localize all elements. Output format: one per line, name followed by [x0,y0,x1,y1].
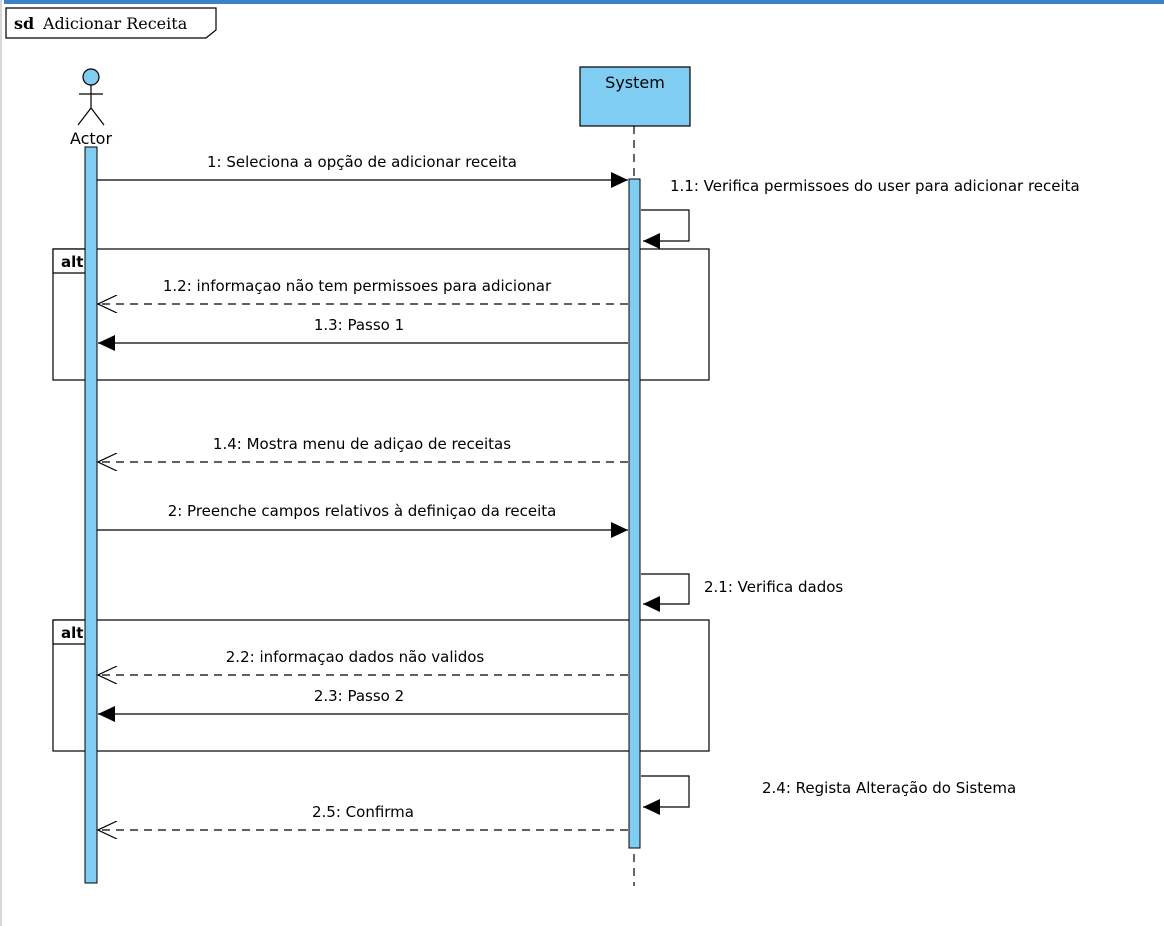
actor-activation-overlay [85,240,97,390]
actor-activation-overlay [85,610,97,760]
self-message-arrow [641,775,690,815]
message-2-4[interactable]: 2.4: Regista Alteração do Sistema [641,775,1016,815]
message-1-4[interactable]: 1.4: Mostra menu de adiçao de receitas [98,435,628,462]
frame-tab: sd Adicionar Receita [5,7,217,39]
system-head-box [579,66,691,127]
message-label: 1: Seleciona a opção de adicionar receit… [207,153,517,171]
message-label: 1.2: informaçao não tem permissoes para … [163,277,552,295]
alt-operator-label: alt [61,624,83,642]
frame-title: Adicionar Receita [42,14,188,33]
system-activation-overlay [629,610,640,760]
left-edge [0,0,4,926]
message-2-5[interactable]: 2.5: Confirma [98,803,628,830]
message-2-1[interactable]: 2.1: Verifica dados [641,573,843,612]
message-label: 1.1: Verifica permissoes do user para ad… [670,177,1080,195]
self-message-arrow [641,209,690,249]
alt-fragment-box [52,248,710,381]
alt-fragment-2[interactable]: alt [52,619,710,752]
message-label: 2.5: Confirma [312,803,414,821]
message-2-2[interactable]: 2.2: informaçao dados não validos [98,648,628,675]
actor-participant[interactable]: Actor [70,68,113,148]
system-label: System [605,73,665,92]
self-message-arrow [641,573,690,612]
message-label: 2: Preenche campos relativos à definiçao… [168,502,557,520]
message-1-1[interactable]: 1.1: Verifica permissoes do user para ad… [641,177,1080,249]
alt-fragment-1[interactable]: alt [52,248,710,381]
message-label: 2.3: Passo 2 [314,687,404,705]
message-label: 2.2: informaçao dados não validos [226,648,485,666]
message-2-3[interactable]: 2.3: Passo 2 [98,687,628,722]
stick-figure-icon [77,68,105,126]
alt-fragment-box [52,619,710,752]
message-label: 1.4: Mostra menu de adiçao de receitas [213,435,511,453]
top-bar [0,0,1164,4]
message-1-3[interactable]: 1.3: Passo 1 [98,316,628,351]
message-label: 2.1: Verifica dados [704,578,843,596]
system-participant[interactable]: System [579,66,691,127]
message-label: 2.4: Regista Alteração do Sistema [762,779,1016,797]
frame-keyword: sd [14,14,34,33]
message-2[interactable]: 2: Preenche campos relativos à definiçao… [97,502,628,538]
message-1-2[interactable]: 1.2: informaçao não tem permissoes para … [98,277,628,304]
system-activation-overlay [629,240,640,390]
message-label: 1.3: Passo 1 [314,316,404,334]
actor-label: Actor [70,129,113,148]
message-1[interactable]: 1: Seleciona a opção de adicionar receit… [97,153,628,188]
alt-operator-label: alt [61,253,83,271]
